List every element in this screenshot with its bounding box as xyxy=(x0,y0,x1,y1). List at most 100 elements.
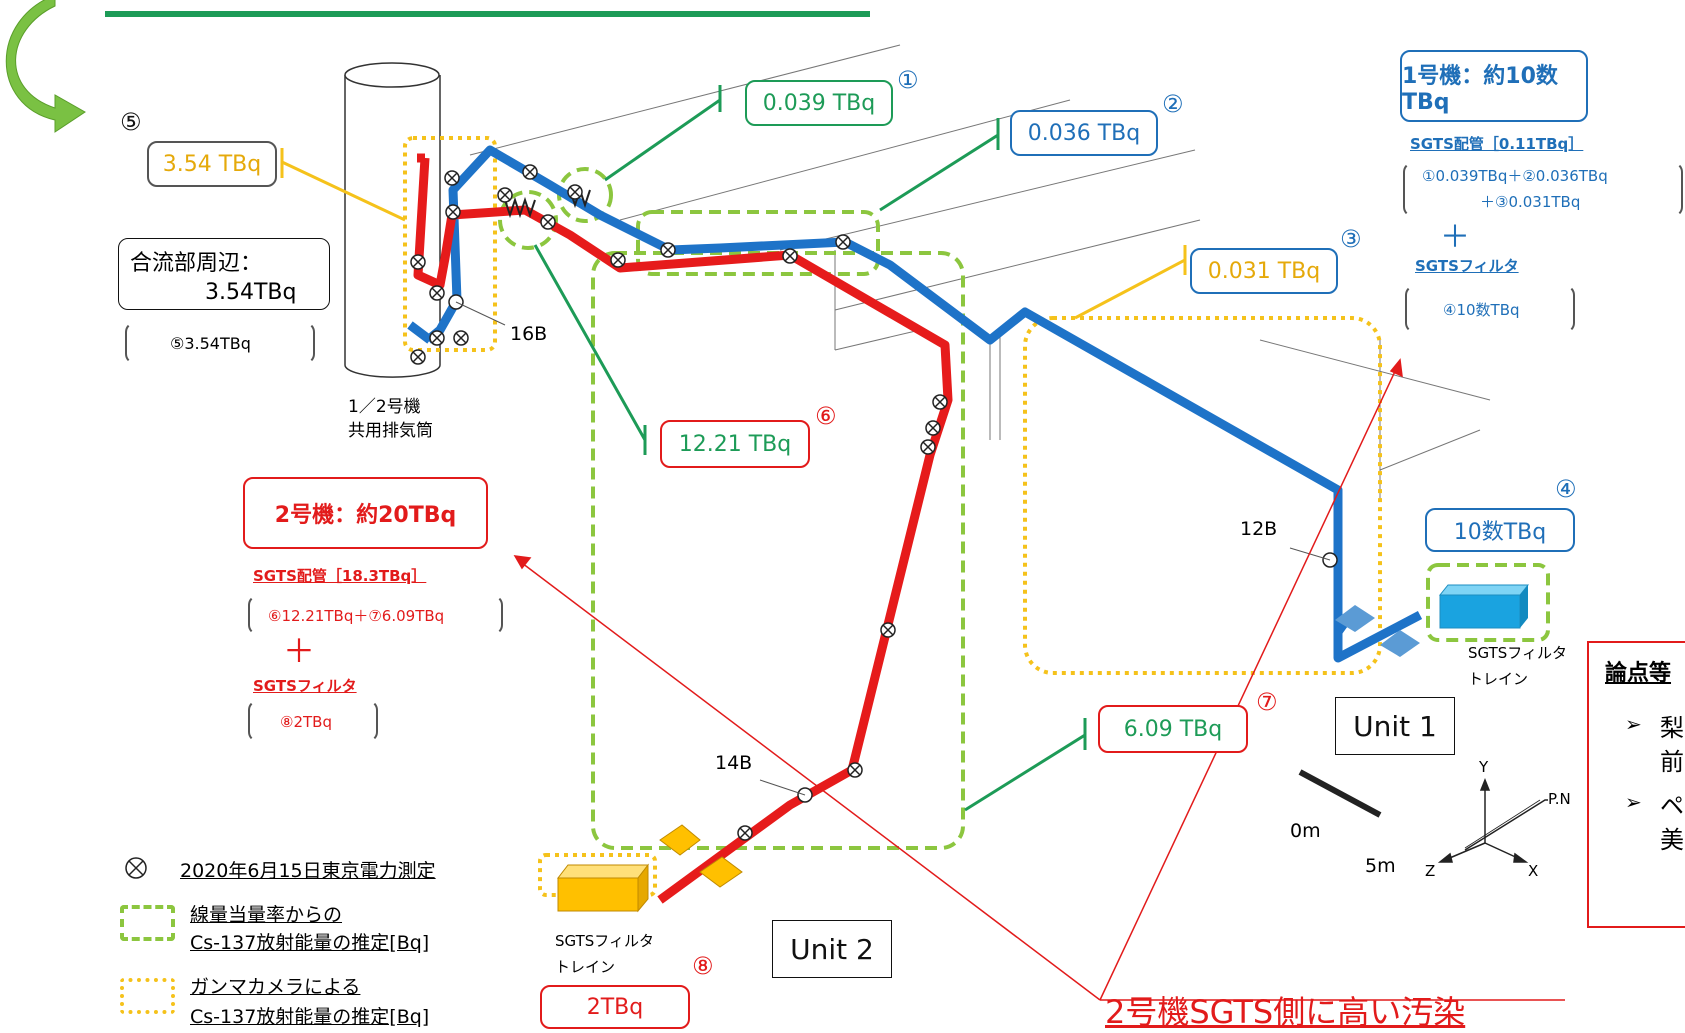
unit1-filter-val: ④10数TBq xyxy=(1443,301,1520,319)
unit1-label: Unit 1 xyxy=(1353,709,1437,743)
yellow-dot-legend-icon xyxy=(120,978,175,1014)
unit1-summary-box: 1号機：約10数TBq xyxy=(1400,50,1588,122)
side-panel-title: 論点等 xyxy=(1605,661,1672,686)
side-panel-text2b: 美 xyxy=(1660,826,1684,854)
unit2-filter-train xyxy=(556,824,743,913)
junction-title: 合流部周辺： xyxy=(130,251,263,276)
blue-stub-pipe xyxy=(407,321,433,344)
m3-number: ③ xyxy=(1340,225,1362,253)
legend-measure: 2020年6月15日東京電力測定 xyxy=(180,860,436,882)
axis-pn: P.N xyxy=(1548,790,1571,808)
scale-bar xyxy=(1298,769,1382,818)
m6-box: 12.21 TBq xyxy=(660,420,810,468)
m7-number: ⑦ xyxy=(1256,688,1278,716)
scale-zero: 0m xyxy=(1290,820,1321,842)
conclusion-arrows xyxy=(513,358,1565,1001)
label-leaders xyxy=(280,85,1187,812)
pipe-size-14b: 14B xyxy=(715,752,753,774)
m8-box: 2TBq xyxy=(540,985,690,1029)
m4-number: ④ xyxy=(1555,475,1577,503)
m7-box: 6.09 TBq xyxy=(1098,705,1248,753)
blue-stub2 xyxy=(1335,621,1348,634)
unit2-summary-title: 2号機：約20TBq xyxy=(274,503,457,528)
leader-14b xyxy=(759,779,806,796)
m4-value: 10数TBq xyxy=(1453,520,1547,545)
side-panel-text1b: 前 xyxy=(1660,748,1684,776)
stack-label-line1: 1／2号機 xyxy=(348,397,421,417)
m2-number: ② xyxy=(1162,90,1184,118)
building-outline xyxy=(469,44,1491,500)
junction-paren-text: ⑤3.54TBq xyxy=(170,334,251,353)
unit1-sgts-pipe xyxy=(425,145,1423,663)
unit2-summary-box: 2号機：約20TBq xyxy=(243,477,488,549)
m2-value: 0.036 TBq xyxy=(1027,120,1141,146)
measurement-markers xyxy=(410,164,948,841)
m7-value: 6.09 TBq xyxy=(1123,716,1223,742)
green-dash-legend-icon xyxy=(120,905,175,941)
unit2-plus: ＋ xyxy=(283,632,316,670)
unit1-filter-train xyxy=(1335,584,1530,657)
unit2-filter-label: SGTSフィルタ xyxy=(253,677,357,695)
unit1-filter-paren xyxy=(1405,285,1575,333)
curved-arrow-icon xyxy=(5,0,86,133)
m1-number: ① xyxy=(897,66,919,94)
unit2-sgts-pipe-label: SGTS配管［18.3TBq］ xyxy=(253,567,427,585)
legend-yel-l1: ガンマカメラによる xyxy=(190,976,361,998)
m1-box: 0.039 TBq xyxy=(745,80,893,126)
unit2-label-box: Unit 2 xyxy=(772,920,892,978)
unit1-pipe-paren xyxy=(1403,162,1683,217)
unit2-filter-val: ⑧2TBq xyxy=(280,713,332,731)
m2-box: 0.036 TBq xyxy=(1010,110,1158,156)
unit2-label: Unit 2 xyxy=(790,932,874,966)
m5-value: 3.54 TBq xyxy=(162,151,262,177)
m5-number: ⑤ xyxy=(120,108,142,136)
m5-box: 3.54 TBq xyxy=(147,141,277,187)
side-panel-arrow1: ➢ xyxy=(1625,712,1642,736)
axis-z: Z xyxy=(1425,862,1436,880)
unit1-filter-label: SGTSフィルタ xyxy=(1415,257,1519,275)
m3-box: 0.031 TBq xyxy=(1190,248,1338,294)
unit1-summary-title: 1号機：約10数TBq xyxy=(1402,63,1558,115)
side-panel-text1a: 梨 xyxy=(1660,714,1684,742)
measurement-marker-icon xyxy=(123,855,149,885)
unit1-pipe-line1: ①0.039TBq＋②0.036TBq xyxy=(1422,167,1608,185)
scale-five: 5m xyxy=(1365,855,1396,877)
leader-16b xyxy=(455,301,506,326)
stack-label-line2: 共用排気筒 xyxy=(348,421,433,441)
side-panel-text2a: ペ xyxy=(1660,792,1684,820)
side-panel-arrow2: ➢ xyxy=(1625,790,1642,814)
legend-green-l2: Cs-137放射能量の推定[Bq] xyxy=(190,932,430,954)
m8-value: 2TBq xyxy=(586,994,644,1020)
pipe-size-12b: 12B xyxy=(1240,518,1278,540)
unit1-filter-text1: SGTSフィルタ xyxy=(1468,644,1567,662)
pipe-size-16b: 16B xyxy=(510,323,548,345)
unit2-pipe-paren xyxy=(248,595,503,635)
m1-value: 0.039 TBq xyxy=(762,90,876,116)
unit2-filter-text2: トレイン xyxy=(555,958,616,976)
legend-green-l1: 線量当量率からの xyxy=(190,904,343,926)
unit2-filter-text1: SGTSフィルタ xyxy=(555,932,654,950)
unit2-sgts-pipe xyxy=(413,157,953,904)
m6-value: 12.21 TBq xyxy=(678,431,792,457)
unit1-filter-text2: トレイン xyxy=(1468,670,1529,688)
unit1-label-box: Unit 1 xyxy=(1335,697,1455,755)
unit1-sgts-pipe-label: SGTS配管［0.11TBq］ xyxy=(1410,135,1584,153)
axis-x: X xyxy=(1528,862,1539,880)
junction-value: 3.54TBq xyxy=(205,280,297,305)
unit1-pipe-line2: ＋③0.031TBq xyxy=(1480,193,1581,211)
legend-yel-l2: Cs-137放射能量の推定[Bq] xyxy=(190,1006,430,1028)
m8-number: ⑧ xyxy=(692,952,714,980)
unit2-pipe-line: ⑥12.21TBq＋⑦6.09TBq xyxy=(268,607,445,625)
axes-icon xyxy=(1437,777,1548,863)
m6-number: ⑥ xyxy=(815,402,837,430)
axis-y: Y xyxy=(1479,758,1489,776)
junction-box xyxy=(118,238,330,310)
unit1-plus: ＋ xyxy=(1440,220,1470,255)
unit2-filter-paren xyxy=(248,700,378,742)
junction-paren xyxy=(125,322,315,364)
m4-box: 10数TBq xyxy=(1425,508,1575,552)
side-panel-frame xyxy=(1587,641,1685,928)
m3-value: 0.031 TBq xyxy=(1207,258,1321,284)
conclusion-text: 2号機SGTS側に高い汚染 xyxy=(1105,993,1466,1031)
